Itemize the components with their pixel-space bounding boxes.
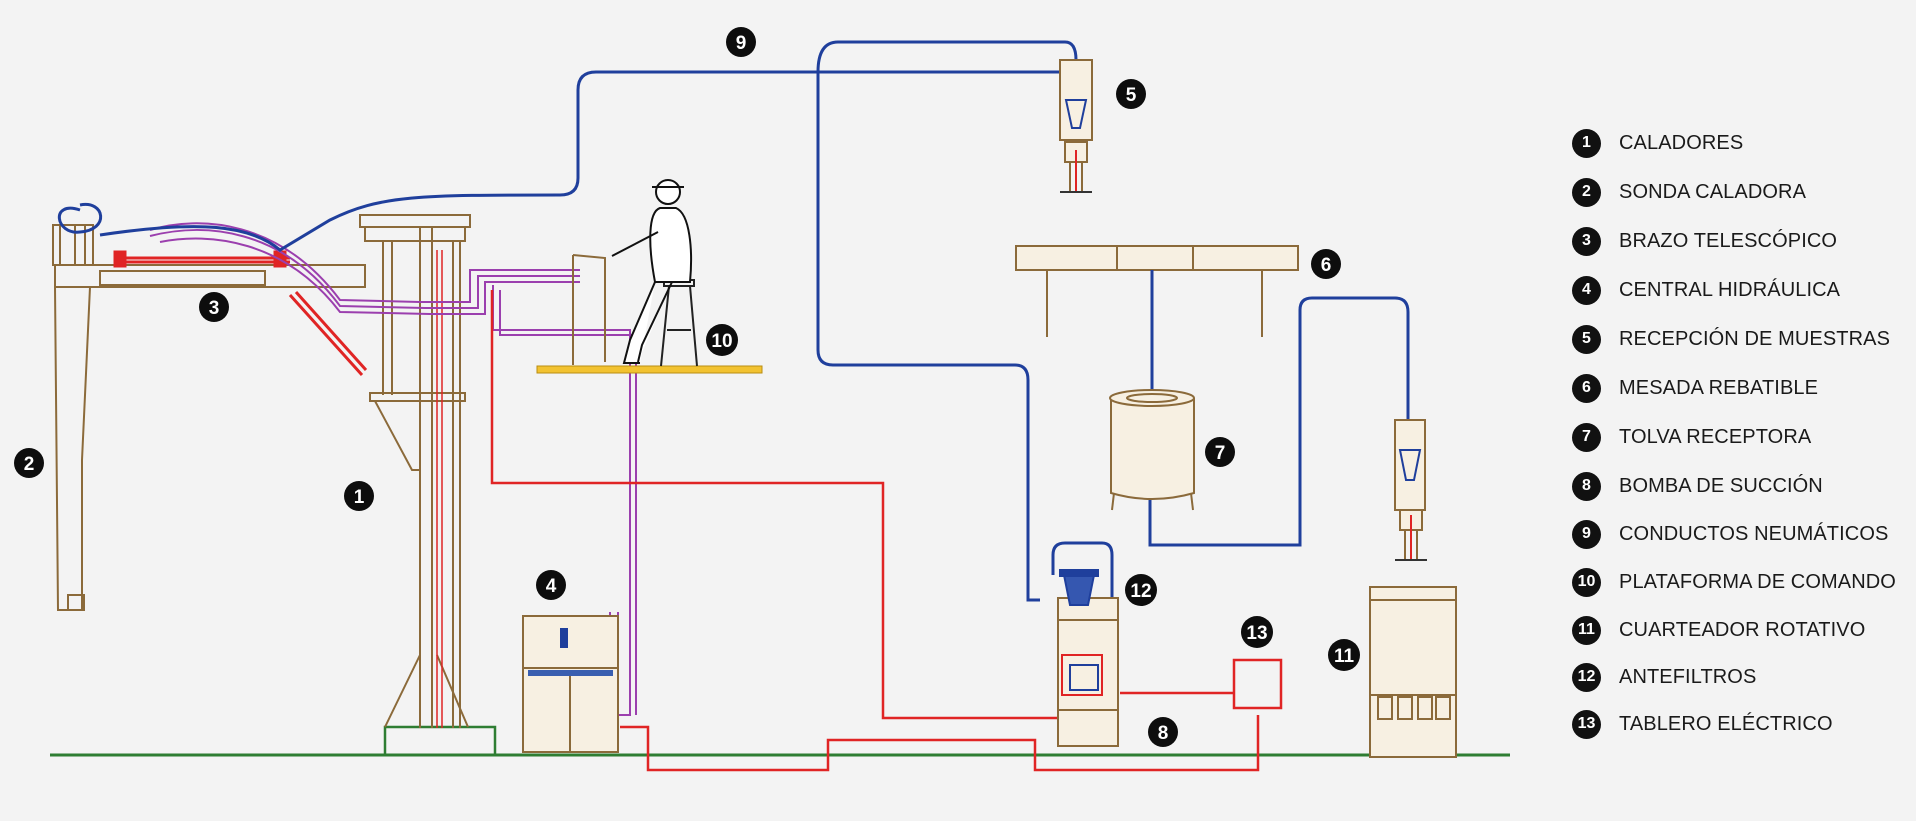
legend-item-conductos: 9 CONDUCTOS NEUMÁTICOS	[1572, 519, 1888, 549]
legend-label: MESADA REBATIBLE	[1619, 376, 1819, 399]
folding-table	[1015, 245, 1299, 337]
sampler-column	[359, 214, 471, 728]
callout-8: 8	[1148, 717, 1178, 747]
callout-13: 13	[1241, 616, 1273, 648]
legend-label: CENTRAL HIDRÁULICA	[1619, 278, 1841, 301]
column-base	[383, 725, 497, 755]
svg-text:10: 10	[711, 331, 732, 352]
callout-9: 9	[726, 27, 756, 57]
callout-6: 6	[1311, 249, 1341, 279]
callout-3: 3	[199, 292, 229, 322]
command-platform	[536, 254, 763, 374]
legend-label: BOMBA DE SUCCIÓN	[1619, 474, 1823, 497]
svg-text:12: 12	[1130, 581, 1151, 602]
legend-item-cuarteador: 11 CUARTEADOR ROTATIVO	[1572, 615, 1865, 645]
sample-reception-top	[1059, 59, 1093, 193]
receiving-hopper	[1109, 389, 1195, 511]
legend-item-plataforma: 10 PLATAFORMA DE COMANDO	[1572, 567, 1896, 597]
legend-item-tolva: 7 TOLVA RECEPTORA	[1572, 422, 1811, 452]
legend-number: 11	[1572, 615, 1601, 645]
svg-text:2: 2	[24, 454, 35, 475]
callout-10: 10	[706, 324, 738, 356]
legend-label: BRAZO TELESCÓPICO	[1619, 229, 1838, 252]
svg-text:5: 5	[1126, 85, 1137, 106]
legend-item-central: 4 CENTRAL HIDRÁULICA	[1572, 275, 1840, 305]
legend-number: 7	[1572, 422, 1601, 452]
rotary-splitter	[1369, 586, 1457, 758]
legend-item-recepcion: 5 RECEPCIÓN DE MUESTRAS	[1572, 324, 1890, 354]
pneumatic-conduits	[57, 40, 1410, 627]
hydraulic-central	[522, 615, 619, 753]
legend-label: CALADORES	[1619, 131, 1744, 154]
legend-number: 9	[1572, 519, 1601, 549]
operator-figure	[611, 179, 693, 364]
legend-item-brazo: 3 BRAZO TELESCÓPICO	[1572, 226, 1837, 256]
legend-number: 5	[1572, 324, 1601, 354]
electric-cables	[490, 290, 1260, 772]
legend-item-tablero: 13 TABLERO ELÉCTRICO	[1572, 709, 1833, 739]
legend-label: RECEPCIÓN DE MUESTRAS	[1619, 327, 1891, 350]
sample-reception-right	[1394, 419, 1427, 561]
callout-12: 12	[1125, 574, 1157, 606]
legend-label: PLATAFORMA DE COMANDO	[1619, 570, 1896, 593]
telescopic-arm	[52, 224, 366, 611]
electrical-panel	[1232, 658, 1283, 710]
legend-item-sonda: 2 SONDA CALADORA	[1572, 177, 1806, 207]
legend-label: TABLERO ELÉCTRICO	[1619, 712, 1833, 735]
legend-item-mesada: 6 MESADA REBATIBLE	[1572, 373, 1818, 403]
callout-5: 5	[1116, 79, 1146, 109]
suction-pump-assembly	[1057, 597, 1119, 747]
svg-text:8: 8	[1158, 723, 1169, 744]
legend-label: CUARTEADOR ROTATIVO	[1619, 618, 1866, 641]
legend-item-antefiltros: 12 ANTEFILTROS	[1572, 662, 1756, 692]
legend-item-calador: 1 CALADORES	[1572, 128, 1743, 158]
svg-text:7: 7	[1215, 443, 1226, 464]
svg-text:11: 11	[1334, 646, 1355, 667]
legend-item-bomba: 8 BOMBA DE SUCCIÓN	[1572, 471, 1823, 501]
svg-text:9: 9	[736, 33, 747, 54]
legend-number: 3	[1572, 226, 1601, 256]
callout-1: 1	[344, 481, 374, 511]
callout-7: 7	[1205, 437, 1235, 467]
legend-label: ANTEFILTROS	[1619, 665, 1757, 688]
svg-text:3: 3	[209, 298, 220, 319]
svg-text:13: 13	[1246, 623, 1267, 644]
callout-11: 11	[1328, 639, 1360, 671]
legend-number: 8	[1572, 471, 1601, 501]
svg-text:4: 4	[546, 576, 557, 597]
svg-text:6: 6	[1321, 255, 1332, 276]
legend-number: 4	[1572, 275, 1601, 305]
legend-label: SONDA CALADORA	[1619, 180, 1807, 203]
legend-number: 10	[1572, 567, 1601, 597]
legend-number: 6	[1572, 373, 1601, 403]
legend-number: 2	[1572, 177, 1601, 207]
legend-number: 12	[1572, 662, 1601, 692]
legend-number: 1	[1572, 128, 1601, 158]
legend-number: 13	[1572, 709, 1601, 739]
legend-label: CONDUCTOS NEUMÁTICOS	[1619, 522, 1889, 545]
prefilter	[1059, 569, 1099, 606]
svg-text:1: 1	[354, 487, 365, 508]
legend-label: TOLVA RECEPTORA	[1619, 425, 1812, 448]
callout-4: 4	[536, 570, 566, 600]
callout-2: 2	[14, 448, 44, 478]
